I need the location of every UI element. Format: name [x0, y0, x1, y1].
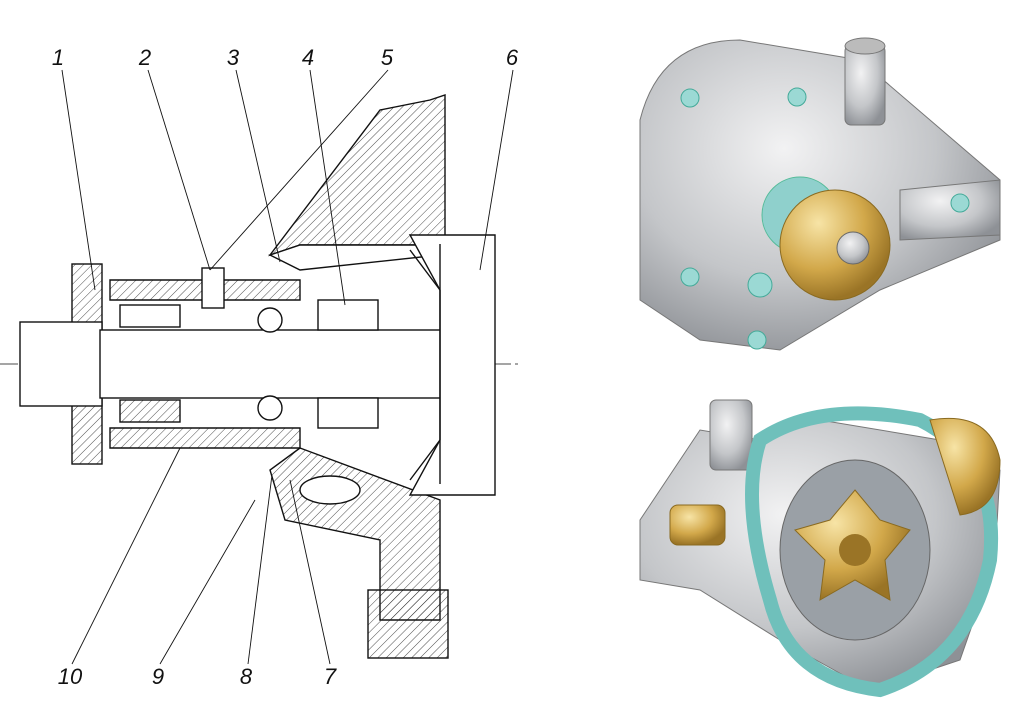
callout-9: 9 [151, 664, 165, 689]
pump-render-rear [639, 399, 1001, 698]
callout-3: 3 [226, 45, 240, 70]
callout-4: 4 [301, 45, 315, 70]
pump-render-front [639, 37, 1001, 351]
callout-8: 8 [239, 664, 253, 689]
callout-5: 5 [380, 45, 394, 70]
callout-10: 10 [57, 664, 83, 689]
callout-2: 2 [138, 45, 152, 70]
cross-section [0, 69, 520, 665]
callout-7: 7 [323, 664, 337, 689]
callout-6: 6 [505, 45, 519, 70]
callout-1: 1 [51, 45, 65, 70]
